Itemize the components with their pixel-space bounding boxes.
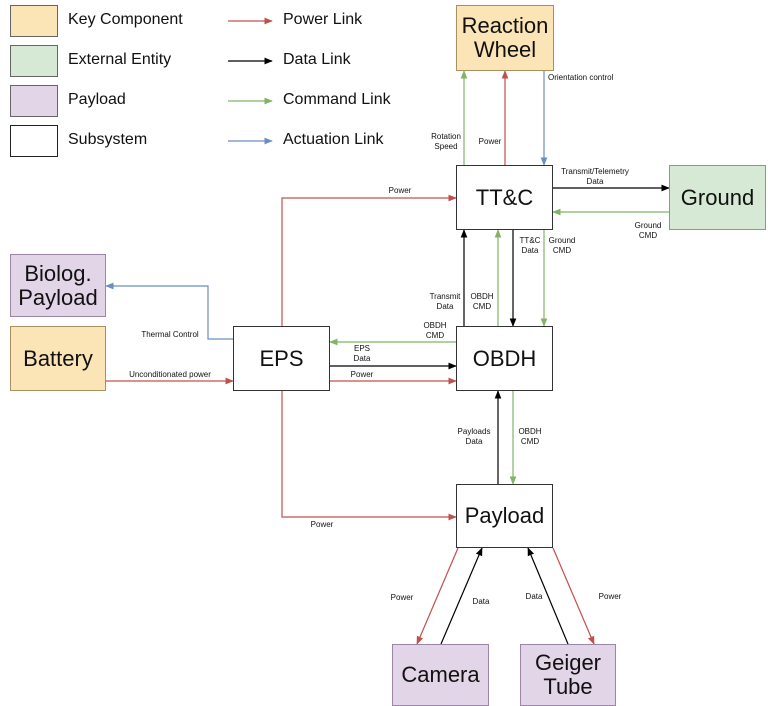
legend-label-power-link: Power Link <box>283 11 363 28</box>
label-obdh-cmd-eps: OBDH CMD <box>423 321 447 340</box>
legend-swatch-subsystem <box>10 125 58 157</box>
label-obdh-cmd-payload: OBDH CMD <box>518 427 542 446</box>
node-ttc: TT&C <box>456 165 553 230</box>
label-geiger-power: Power <box>598 592 622 601</box>
label-camera-power: Power <box>390 593 414 602</box>
node-payload: Payload <box>456 484 553 548</box>
label-ttc-data: TT&C Data <box>519 236 541 255</box>
label-unconditioned-power: Unconditionated power <box>129 370 211 379</box>
legend-swatch-external-entity <box>10 45 58 77</box>
legend-label-data-link: Data Link <box>283 51 351 68</box>
edge-eps-ttc-power <box>281 194 457 326</box>
legend-label-subsystem: Subsystem <box>68 131 148 148</box>
legend-label-actuation-link: Actuation Link <box>283 131 384 148</box>
label-ground-cmd: Ground CMD <box>634 221 662 240</box>
label-eps-payload-power: Power <box>310 520 334 529</box>
label-eps-ttc-power: Power <box>388 186 412 195</box>
label-eps-data: EPS Data <box>353 344 371 363</box>
label-thermal-control: Thermal Control <box>141 330 199 339</box>
node-battery: Battery <box>10 326 106 391</box>
node-biolog-payload: Biolog. Payload <box>10 254 106 317</box>
edge-thermal-control <box>105 282 233 340</box>
edge-camera-data <box>440 547 483 645</box>
label-obdh-cmd-ttc: OBDH CMD <box>470 292 494 311</box>
label-eps-obdh-power: Power <box>350 370 374 379</box>
edge-camera-power <box>416 547 459 645</box>
edge-eps-payload-power <box>281 391 457 521</box>
legend-label-key-component: Key Component <box>68 11 183 28</box>
node-obdh: OBDH <box>456 326 553 391</box>
label-orientation-control: Orientation control <box>548 73 614 82</box>
label-rw-power: Power <box>478 137 502 146</box>
node-geiger-tube: Geiger Tube <box>520 644 616 706</box>
node-camera: Camera <box>392 644 489 706</box>
legend-swatch-key-component <box>10 5 58 37</box>
edge-geiger-power <box>552 547 595 645</box>
legend-label-command-link: Command Link <box>283 91 391 108</box>
label-ground-cmd-obdh: Ground CMD <box>548 236 576 255</box>
legend-swatch-payload <box>10 85 58 117</box>
node-eps: EPS <box>233 326 330 391</box>
node-ground: Ground <box>669 165 766 230</box>
label-transmit-data: Transmit Data <box>429 292 461 311</box>
legend-label-external-entity: External Entity <box>68 51 172 68</box>
legend-label-payload: Payload <box>68 91 126 108</box>
label-transmit-telemetry: Transmit/Telemetry Data <box>561 167 629 186</box>
label-payloads-data: Payloads Data <box>457 427 491 446</box>
label-camera-data: Data <box>472 597 490 606</box>
label-rotation-speed: Rotation Speed <box>431 132 461 151</box>
node-reaction-wheel: Reaction Wheel <box>456 5 554 71</box>
edge-geiger-data <box>527 547 569 645</box>
label-geiger-data: Data <box>525 592 543 601</box>
